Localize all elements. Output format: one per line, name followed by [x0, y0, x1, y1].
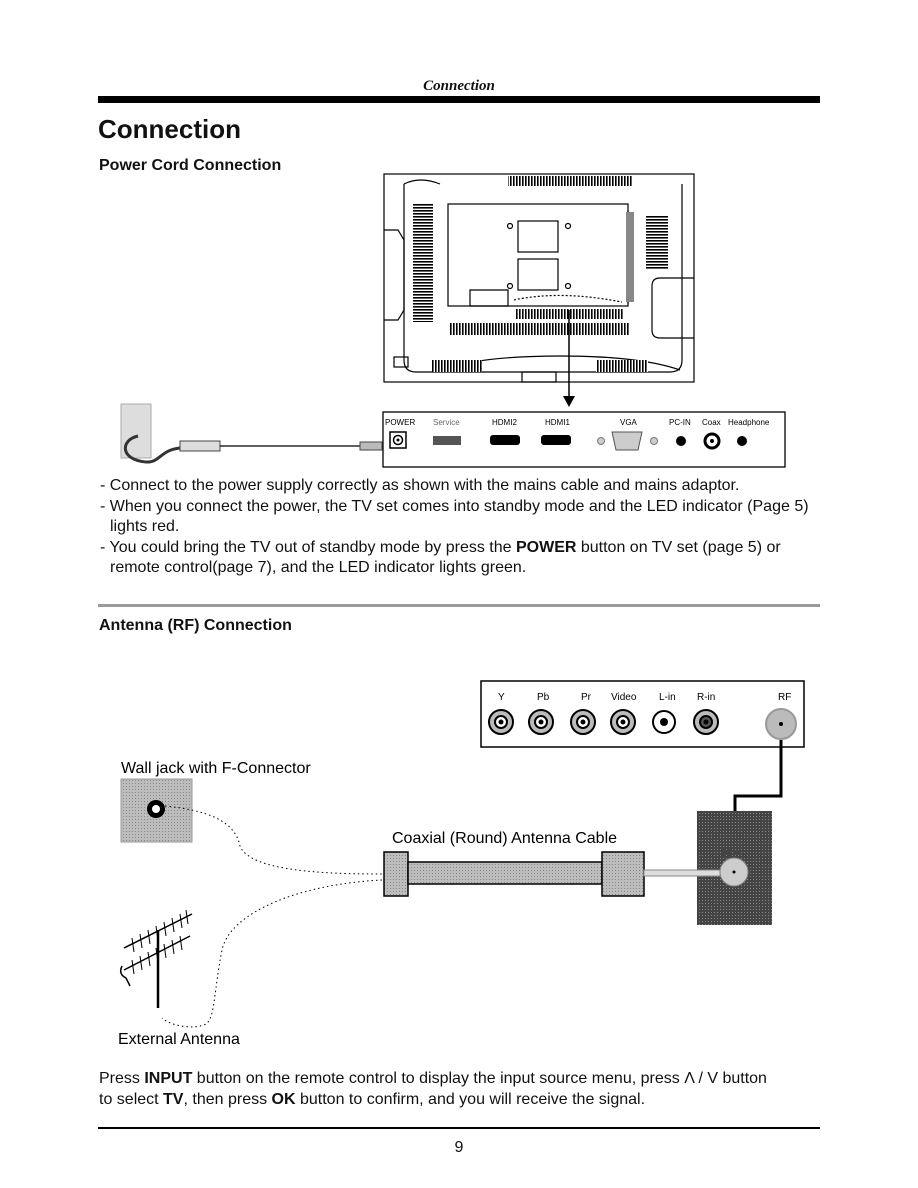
page-title: Connection — [98, 114, 241, 144]
coax-cable-label: Coaxial (Round) Antenna Cable — [392, 830, 617, 847]
av-port-panel — [480, 680, 805, 748]
power-instructions: - Connect to the power supply correctly … — [100, 476, 825, 579]
port-label-hdmi1: HDMI1 — [545, 418, 570, 427]
pb-jack-icon — [528, 709, 554, 735]
port-label-service: Service — [433, 418, 460, 427]
power-adaptor-icon — [179, 440, 221, 452]
running-header: Connection — [423, 78, 495, 94]
port-label-rin: R-in — [697, 692, 715, 703]
instruction-line-2: to select TV, then press OK button to co… — [99, 1090, 646, 1108]
wall-jack-dotted-line — [164, 805, 383, 875]
headphone-port-icon — [737, 436, 747, 446]
antenna-heading: Antenna (RF) Connection — [99, 617, 292, 634]
footer-rule — [98, 1127, 820, 1129]
port-label-rf: RF — [778, 692, 791, 703]
rin-jack-icon — [693, 709, 719, 735]
power-bullet-2: - When you connect the power, the TV set… — [100, 497, 809, 536]
hdmi2-port-icon — [490, 435, 520, 445]
power-plug-icon — [359, 441, 383, 451]
vga-screw-icon — [597, 437, 605, 445]
power-cable-icon — [123, 434, 181, 464]
external-antenna-label: External Antenna — [118, 1031, 240, 1048]
port-label-pr: Pr — [581, 692, 592, 703]
antenna-connection-diagram: Y Pb Pr Video L-in R-in RF RF Wall jack … — [118, 680, 805, 1048]
port-label-pcin: PC-IN — [669, 418, 691, 427]
vga-port-icon — [611, 431, 643, 451]
port-label-lin: L-in — [659, 692, 676, 703]
instruction-line-1: Press INPUT button on the remote control… — [99, 1070, 767, 1087]
up-down-arrow-icons: Λ / V — [684, 1070, 718, 1087]
port-label-coax: Coax — [702, 418, 721, 427]
power-bullet-1: - Connect to the power supply correctly … — [100, 477, 740, 494]
lin-jack-icon — [652, 710, 676, 734]
port-label-video: Video — [611, 692, 637, 703]
hdmi1-port-icon — [541, 435, 571, 445]
coax-cable-icon — [383, 851, 721, 897]
rf-jack-icon — [765, 708, 797, 740]
antenna-icon — [119, 909, 193, 1008]
rf-cable-line — [733, 740, 783, 825]
y-jack-icon — [488, 709, 514, 735]
pcin-port-icon — [676, 436, 686, 446]
page-number: 9 — [454, 1139, 464, 1156]
header-rule — [98, 96, 820, 103]
port-label-power: POWER — [385, 418, 415, 427]
power-cord-heading: Power Cord Connection — [99, 157, 282, 174]
port-label-headphone: Headphone — [728, 418, 770, 427]
service-port-icon — [433, 436, 461, 445]
port-label-y: Y — [498, 692, 505, 703]
port-label-vga: VGA — [620, 418, 638, 427]
pr-jack-icon — [570, 709, 596, 735]
port-label-hdmi2: HDMI2 — [492, 418, 517, 427]
section-divider — [98, 604, 820, 607]
antenna-instruction: Press INPUT button on the remote control… — [99, 1069, 824, 1110]
rf-plate-label: RF — [722, 844, 741, 860]
port-label-pb: Pb — [537, 692, 550, 703]
arrow-down-icon — [563, 396, 575, 407]
power-bullet-3: - You could bring the TV out of standby … — [100, 538, 781, 577]
power-connection-diagram: POWER Service HDMI2 HDMI1 VGA PC-IN Coax… — [120, 173, 786, 468]
video-jack-icon — [610, 709, 636, 735]
antenna-dotted-line — [161, 879, 383, 1028]
wall-jack-label: Wall jack with F-Connector — [121, 760, 311, 777]
